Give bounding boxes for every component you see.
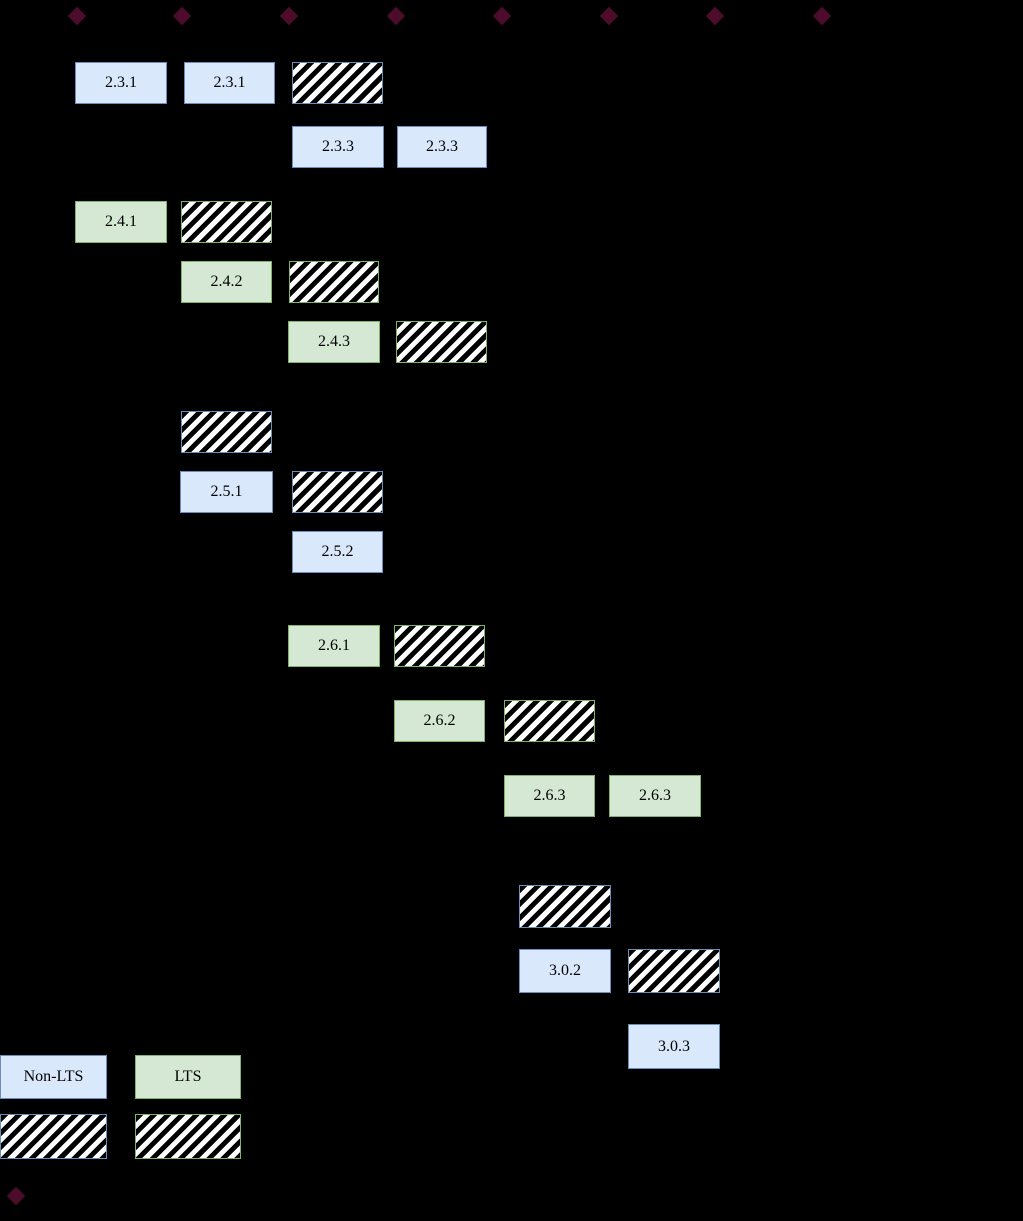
version-bar-label: 2.3.1	[105, 74, 137, 91]
legend-item-hatched-non-lts	[0, 1114, 107, 1159]
version-bar-2-6-3: 2.6.3	[504, 775, 595, 817]
timeline-milestone-diamond-7	[705, 6, 725, 26]
version-bar-2-6-1: 2.6.1	[288, 625, 380, 667]
version-bar-hatched-non-lts	[519, 885, 611, 928]
legend-item-label: Non-LTS	[23, 1068, 84, 1085]
version-bar-3-0-3: 3.0.3	[628, 1024, 720, 1069]
version-bar-label: 2.5.1	[210, 483, 243, 500]
version-bar-label: 2.6.2	[423, 712, 456, 729]
version-bar-label: 2.4.1	[105, 213, 137, 230]
version-bar-hatched-non-lts	[628, 949, 720, 993]
bottom-milestone-diamond-1	[6, 1186, 26, 1206]
version-bar-label: 2.3.3	[426, 138, 458, 155]
legend-item-hatched-lts	[135, 1114, 241, 1159]
version-bar-3-0-2: 3.0.2	[519, 949, 611, 993]
version-bar-label: 2.4.2	[210, 273, 243, 290]
version-bar-2-3-1: 2.3.1	[184, 62, 275, 104]
version-bar-label: 2.3.3	[322, 138, 354, 155]
version-bar-2-4-3: 2.4.3	[288, 321, 380, 363]
timeline-milestone-diamond-6	[599, 6, 619, 26]
version-bar-hatched-lts	[289, 261, 379, 303]
version-bar-2-4-2: 2.4.2	[181, 261, 272, 303]
version-bar-label: 2.6.3	[639, 787, 671, 804]
version-bar-label: 2.6.1	[318, 637, 350, 654]
version-bar-hatched-lts	[504, 700, 595, 742]
version-bar-hatched-lts	[396, 321, 487, 363]
version-bar-2-3-3: 2.3.3	[292, 126, 384, 168]
version-bar-hatched-non-lts	[181, 411, 272, 453]
version-bar-2-3-1: 2.3.1	[75, 62, 167, 104]
version-bar-hatched-non-lts	[292, 62, 383, 104]
timeline-milestone-diamond-1	[67, 6, 87, 26]
version-bar-2-6-2: 2.6.2	[394, 700, 485, 742]
legend-item-label: LTS	[174, 1068, 202, 1085]
version-bar-label: 3.0.3	[658, 1037, 690, 1055]
version-bar-hatched-non-lts	[292, 471, 383, 513]
version-bar-2-4-1: 2.4.1	[75, 201, 167, 243]
timeline-milestone-diamond-2	[172, 6, 192, 26]
version-bar-label: 2.3.1	[213, 74, 246, 91]
version-bar-hatched-lts	[394, 625, 485, 667]
timeline-milestone-diamond-4	[386, 6, 406, 26]
legend-item-non-lts: Non-LTS	[0, 1055, 107, 1099]
version-bar-2-5-2: 2.5.2	[292, 531, 383, 573]
version-bar-label: 2.6.3	[533, 787, 566, 804]
version-bar-label: 2.5.2	[321, 543, 354, 560]
timeline-milestone-diamond-3	[279, 6, 299, 26]
version-bar-label: 3.0.2	[549, 962, 581, 979]
version-bar-2-6-3: 2.6.3	[609, 775, 701, 817]
timeline-milestone-diamond-8	[812, 6, 832, 26]
legend-item-lts: LTS	[135, 1055, 241, 1099]
version-bar-2-5-1: 2.5.1	[180, 471, 273, 513]
version-bar-hatched-lts	[181, 201, 272, 243]
version-bar-2-3-3: 2.3.3	[397, 126, 487, 168]
version-bar-label: 2.4.3	[318, 333, 350, 350]
timeline-milestone-diamond-5	[492, 6, 512, 26]
